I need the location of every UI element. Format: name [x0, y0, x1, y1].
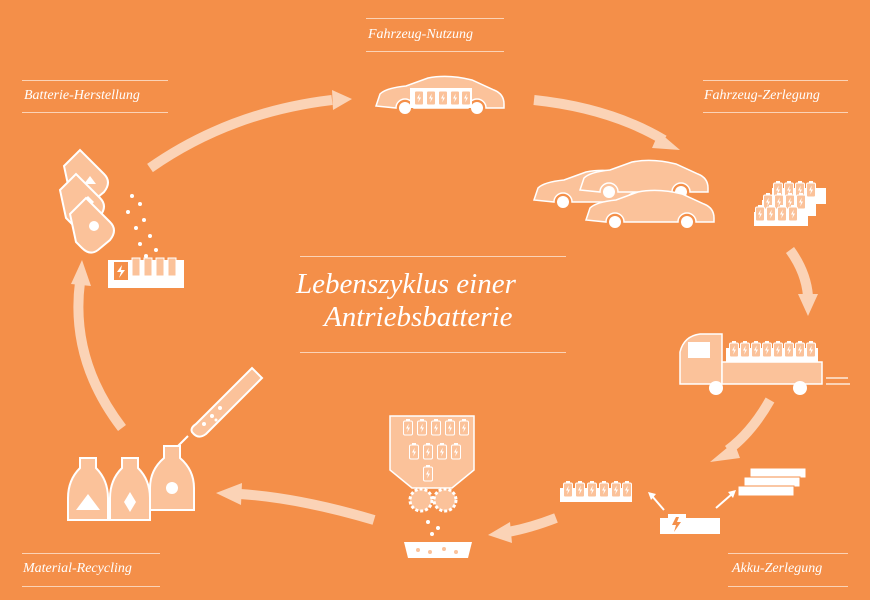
cars-disassembly-icon: [533, 159, 715, 228]
arrow-icon: [710, 397, 775, 462]
rule-material-recycling-top: [22, 553, 160, 554]
bottle-icon: [109, 457, 151, 521]
battery-stack-icon: [754, 180, 826, 226]
rule-fahrzeug-zerlegung-top: [703, 80, 848, 81]
title-line-2: Antriebsbatterie: [324, 301, 513, 333]
rule-fahrzeug-zerlegung-bottom: [703, 112, 848, 113]
stage-label-material-recycling: Material-Recycling: [23, 561, 132, 576]
test-tube-icon: [177, 366, 264, 447]
stage-label-fahrzeug-zerlegung: Fahrzeug-Zerlegung: [704, 88, 820, 103]
rule-fahrzeug-nutzung-bottom: [366, 51, 504, 52]
title-rule-bottom: [300, 352, 566, 353]
battery-dismantling-icon: [560, 467, 807, 534]
bottle-icon: [149, 445, 195, 511]
shredder-icon: [389, 415, 475, 558]
arrow-icon: [488, 513, 558, 543]
car-with-battery-icon: [375, 75, 505, 114]
arrow-icon: [533, 95, 680, 150]
arrow-icon: [147, 90, 352, 173]
rule-fahrzeug-nutzung-top: [366, 18, 504, 19]
rule-material-recycling-bottom: [22, 586, 160, 587]
stage-label-akku-zerlegung: Akku-Zerlegung: [732, 561, 823, 576]
title-rule-top: [300, 256, 566, 257]
stage-label-batterie-herstellung: Batterie-Herstellung: [24, 88, 140, 103]
arrow-icon: [785, 247, 818, 316]
truck-icon: [679, 333, 850, 395]
rule-batterie-herstellung-top: [22, 80, 168, 81]
stage-label-fahrzeug-nutzung: Fahrzeug-Nutzung: [368, 27, 473, 42]
bottle-icon: [67, 457, 109, 521]
title-line-1: Lebenszyklus einer: [296, 268, 516, 300]
arrow-icon: [216, 483, 376, 525]
arrow-icon: [71, 260, 126, 432]
rule-akku-zerlegung-top: [728, 553, 848, 554]
rule-batterie-herstellung-bottom: [22, 112, 168, 113]
diagram-title: Lebenszyklus einer Antriebsbatterie: [296, 268, 566, 334]
rule-akku-zerlegung-bottom: [728, 586, 848, 587]
flask-icon: [58, 148, 162, 264]
battery-assembly-icon: [108, 257, 184, 288]
cycle-arrows: [71, 90, 818, 543]
